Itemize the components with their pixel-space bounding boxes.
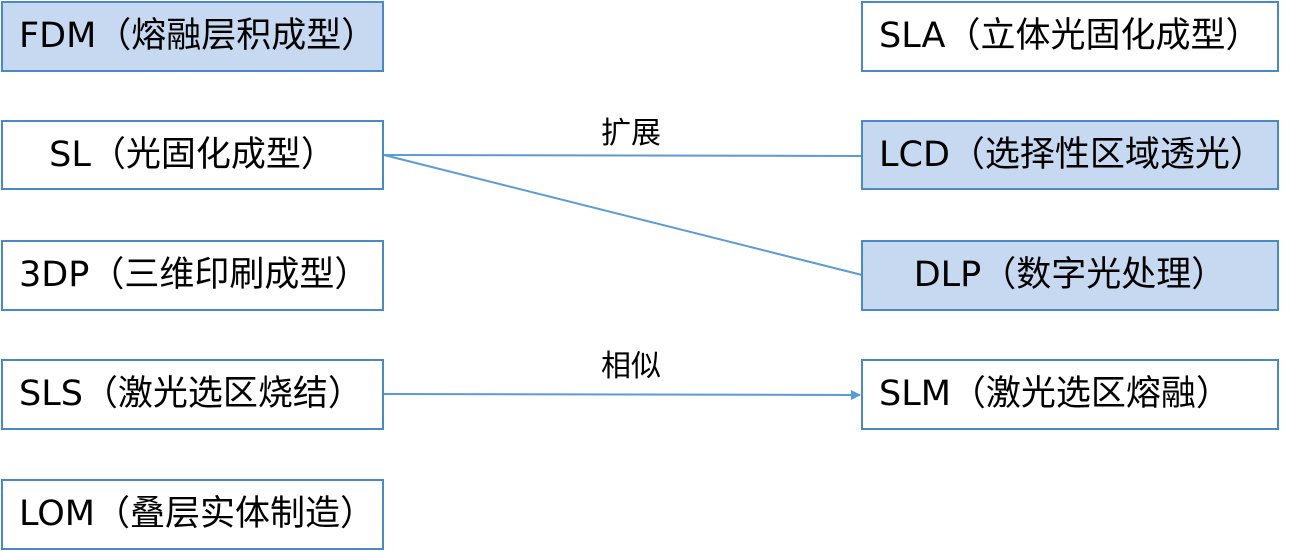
node-dlp: DLP（数字光处理） xyxy=(861,240,1279,311)
node-slm: SLM（激光选区熔融） xyxy=(861,359,1279,430)
node-sls: SLS（激光选区烧结） xyxy=(1,359,384,430)
edge-sls-to-slm xyxy=(383,389,861,400)
node-3dp: 3DP（三维印刷成型） xyxy=(1,240,384,311)
node-fdm: FDM（熔融层积成型） xyxy=(1,1,384,72)
node-sla: SLA（立体光固化成型） xyxy=(861,1,1279,72)
edge-sl-to-dlp xyxy=(383,154,863,276)
edge-label-similar: 相似 xyxy=(601,349,661,384)
node-lcd: LCD（选择性区域透光） xyxy=(861,120,1279,190)
node-lom: LOM（叠层实体制造） xyxy=(1,479,384,550)
edge-label-extend: 扩展 xyxy=(601,116,661,151)
node-sl: SL（光固化成型） xyxy=(1,120,384,190)
edge-sl-to-lcd xyxy=(383,154,863,157)
